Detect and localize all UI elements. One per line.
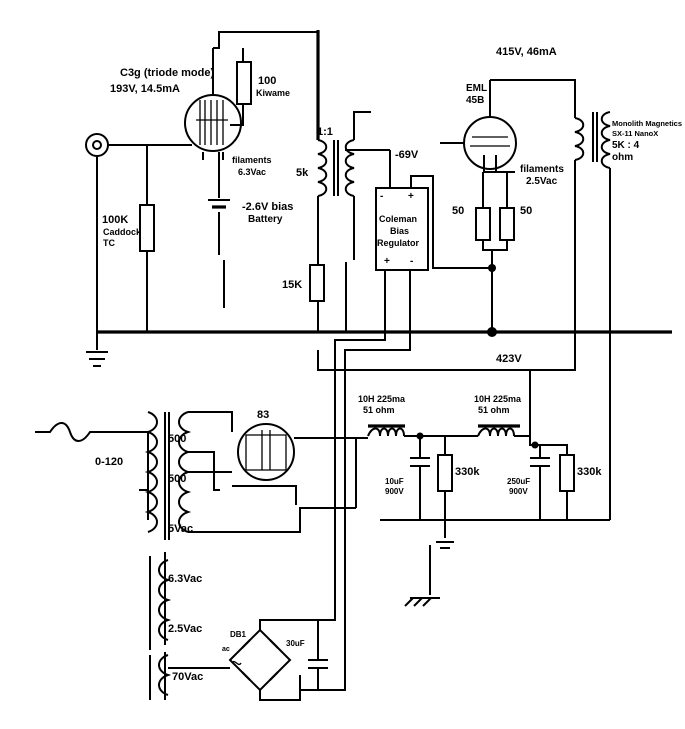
label-s5v: 5Vac xyxy=(168,523,193,535)
resistor-330k-a xyxy=(437,454,453,492)
label-r330b: 330k xyxy=(577,466,602,478)
capacitor-10uf xyxy=(410,457,430,467)
label-reg-3: Regulator xyxy=(377,238,420,248)
label-ot-2: SX-11 NanoX xyxy=(612,129,658,138)
label-45b: 45B xyxy=(466,95,484,106)
label-reg-2: Bias xyxy=(390,226,409,236)
label-ch1-a: 10H 225ma xyxy=(358,394,406,404)
label-ot-4: ohm xyxy=(612,152,633,163)
label-bias-b: Battery xyxy=(248,214,283,225)
label-ac: ac xyxy=(222,646,230,653)
label-ch2-a: 10H 225ma xyxy=(474,394,522,404)
node-dot xyxy=(488,264,496,272)
label-c1-b: 900V xyxy=(385,487,404,496)
resistor-50-b xyxy=(499,207,515,241)
label-r50a: 50 xyxy=(452,205,464,217)
label-fil2-a: filaments xyxy=(520,164,564,175)
label-c1-a: 10uF xyxy=(385,477,404,486)
resistor-15k xyxy=(309,264,325,302)
tube-83 xyxy=(237,423,295,481)
label-ratio: 1:1 xyxy=(317,126,333,138)
label-fil2-b: 2.5Vac xyxy=(526,176,558,187)
label-reg-1: Coleman xyxy=(379,214,417,224)
label-r50b: 50 xyxy=(520,205,532,217)
node-dot xyxy=(531,441,539,449)
label-top-op: 415V, 46mA xyxy=(496,46,557,58)
label-fil1-b: 6.3Vac xyxy=(238,167,266,177)
ground-symbol-psu xyxy=(404,597,440,607)
bias-battery xyxy=(208,199,230,209)
label-r330a: 330k xyxy=(455,466,480,478)
label-bias-a: -2.6V bias xyxy=(242,201,293,213)
label-ch1-b: 51 ohm xyxy=(363,405,395,415)
label-r100k: 100K xyxy=(102,214,128,226)
label-c30: 30uF xyxy=(286,639,305,648)
label-c2-b: 900V xyxy=(509,487,528,496)
label-tc: TC xyxy=(103,238,115,248)
label-tube1-op: 193V, 14.5mA xyxy=(110,83,180,95)
output-transformer xyxy=(574,111,611,169)
input-jack xyxy=(85,133,109,157)
label-ot-3: 5K : 4 xyxy=(612,140,640,151)
label-ch2-b: 51 ohm xyxy=(478,405,510,415)
label-fil1-a: filaments xyxy=(232,155,272,165)
label-s25: 2.5Vac xyxy=(168,623,202,635)
label-kiwame: Kiwame xyxy=(256,88,290,98)
label-ot-1: Monolith Magnetics xyxy=(612,119,682,128)
bridge-rectifier-db1 xyxy=(228,628,292,692)
label-r15k: 15K xyxy=(282,279,302,291)
choke-1 xyxy=(367,424,405,437)
label-tube1-name: C3g (triode mode) xyxy=(120,67,214,79)
label-mains: 0-120 xyxy=(95,456,123,468)
label-caddock: Caddock xyxy=(103,227,142,237)
label-r100: 100 xyxy=(258,75,276,87)
ground-symbol-input xyxy=(86,351,108,367)
resistor-50-a xyxy=(475,207,491,241)
label-c2-a: 250uF xyxy=(507,477,530,486)
tube-45b xyxy=(463,80,517,172)
power-transformer xyxy=(144,411,192,700)
resistor-100k xyxy=(139,204,155,252)
label-r5k: 5k xyxy=(296,167,309,179)
label-reg-minus: - xyxy=(380,191,383,202)
capacitor-30uf xyxy=(308,659,328,669)
label-db1: DB1 xyxy=(230,630,247,639)
interstage-transformer xyxy=(317,139,355,197)
coleman-bias-regulator xyxy=(375,187,429,271)
tube-c3g xyxy=(184,48,242,160)
label-v423: 423V xyxy=(496,353,522,365)
capacitor-250uf xyxy=(530,457,550,467)
label-s500b: 500 xyxy=(168,473,186,485)
label-eml: EML xyxy=(466,83,487,94)
label-rect-83: 83 xyxy=(257,409,269,421)
label-s63: 6.3Vac xyxy=(168,573,202,585)
resistor-100-kiwame xyxy=(236,61,252,105)
label-s500a: 500 xyxy=(168,433,186,445)
label-v-neg69: -69V xyxy=(395,149,419,161)
label-s70: 70Vac xyxy=(172,671,203,683)
resistor-330k-b xyxy=(559,454,575,492)
label-reg-minus-b: - xyxy=(410,256,413,267)
label-reg-plus: + xyxy=(408,191,414,202)
choke-2 xyxy=(477,424,520,437)
label-reg-plus-b: + xyxy=(384,256,390,267)
mains-fuse xyxy=(35,422,148,442)
